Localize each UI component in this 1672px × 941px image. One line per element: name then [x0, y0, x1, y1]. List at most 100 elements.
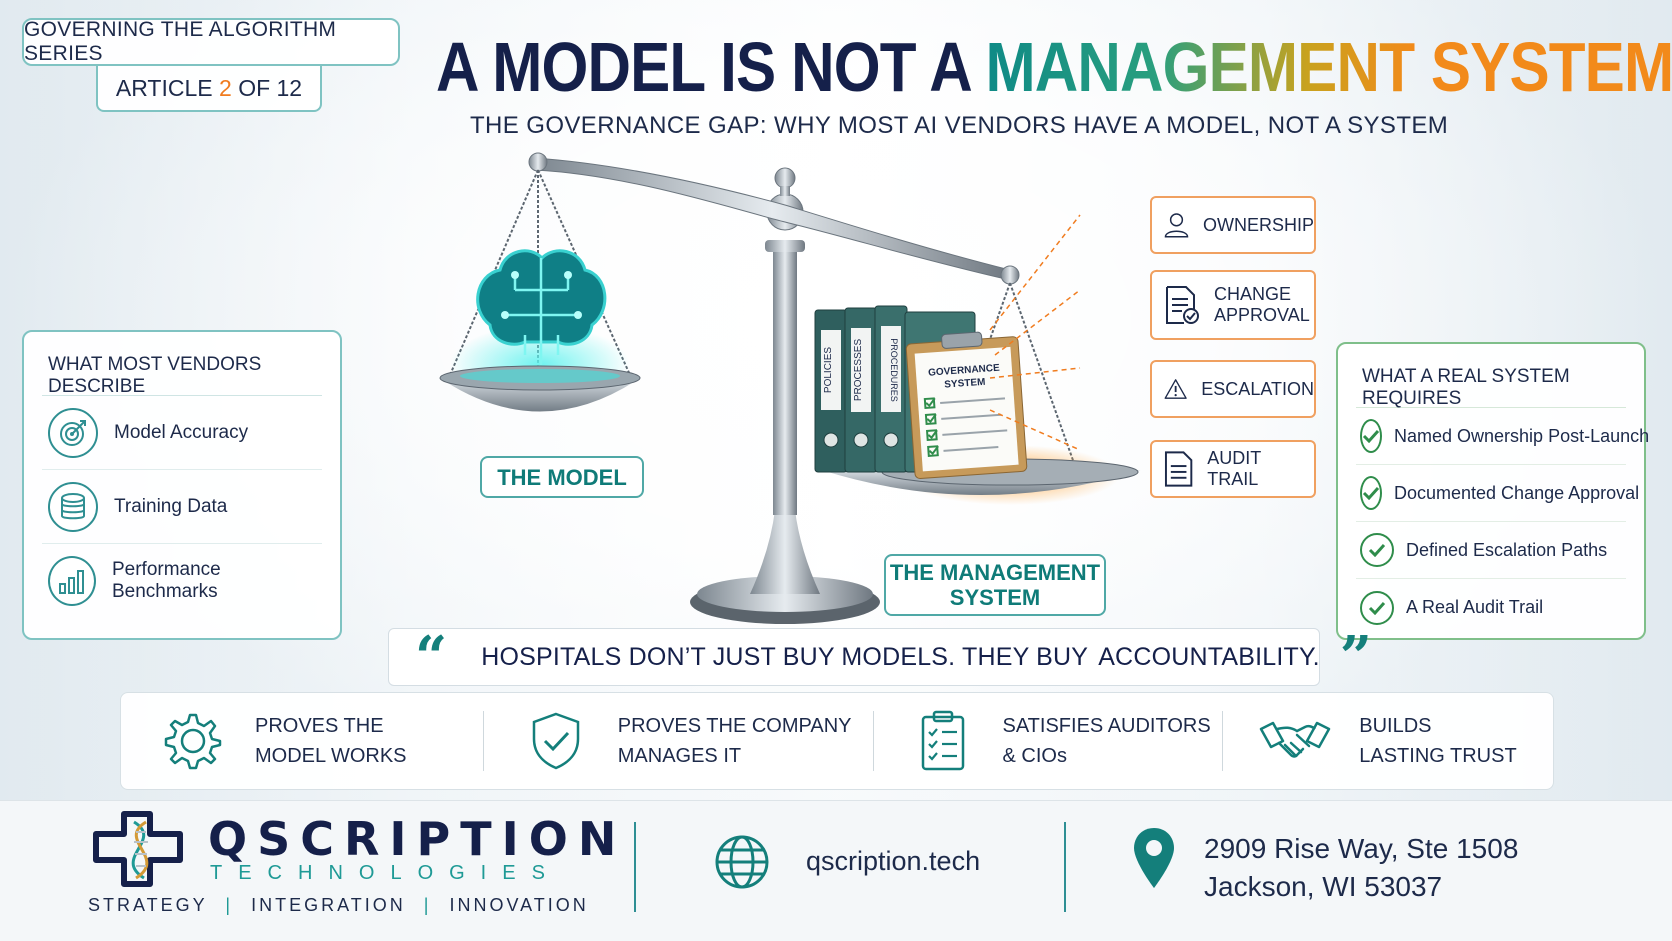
- check-icon: [1360, 590, 1394, 625]
- check-icon: [1360, 419, 1382, 453]
- divider: [482, 711, 484, 771]
- benefits-strip: PROVES THE MODEL WORKS PROVES THE COMPANY…: [120, 692, 1554, 790]
- footer: [0, 800, 1672, 941]
- tag-label: OWNERSHIP: [1202, 214, 1314, 235]
- vendors-panel-heading: WHAT MOST VENDORS DESCRIBE: [42, 332, 322, 397]
- tag-ownership: OWNERSHIP: [1150, 196, 1316, 254]
- brand-subtitle: TECHNOLOGIES: [210, 862, 561, 884]
- tag-label-line2: APPROVAL: [1214, 305, 1310, 325]
- clipboard-title-line1: GOVERNANCE: [928, 363, 1001, 379]
- page-subtitle: THE GOVERNANCE GAP: WHY MOST AI VENDORS …: [470, 112, 1449, 139]
- requirement-label: Defined Escalation Paths: [1406, 539, 1608, 560]
- tagline-integration: INTEGRATION: [251, 895, 406, 915]
- list-item: A Real Audit Trail: [1356, 579, 1626, 636]
- address: 2909 Rise Way, Ste 1508 Jackson, WI 5303…: [1204, 830, 1518, 906]
- benefit-line2: LASTING TRUST: [1359, 745, 1517, 767]
- benefit-item: PROVES THE MODEL WORKS: [121, 693, 483, 789]
- benefit-line2: & CIOs: [1002, 745, 1067, 767]
- globe-icon: [715, 835, 769, 889]
- tagline-separator: |: [423, 895, 432, 915]
- warning-icon: [1164, 379, 1187, 399]
- binder-label: PROCESSES: [853, 339, 864, 402]
- divider: [1064, 822, 1066, 912]
- list-item: Defined Escalation Paths: [1356, 522, 1626, 579]
- address-line2: Jackson, WI 53037: [1204, 871, 1443, 902]
- list-item: Named Ownership Post-Launch: [1356, 408, 1649, 465]
- article-number: 2: [219, 74, 232, 101]
- shield-check-icon: [532, 712, 579, 770]
- quote-text: HOSPITALS DON’T JUST BUY MODELS. THEY BU…: [481, 642, 1089, 671]
- check-icon: [1360, 476, 1382, 510]
- management-system-label-line2: SYSTEM: [949, 585, 1041, 610]
- article-prefix: ARTICLE: [115, 74, 213, 101]
- list-item: Model Accuracy: [42, 396, 322, 470]
- check-icon: [1360, 533, 1394, 567]
- clipboard-checklist-icon: [922, 710, 965, 771]
- balance-scale-illustration: POLICIES PROCESSES PROCEDURES GOVERNANCE…: [439, 152, 1141, 624]
- benefit-line1: SATISFIES AUDITORS: [1002, 715, 1211, 737]
- brand-name: QSCRIPTION: [208, 812, 627, 866]
- document-icon: [1164, 451, 1193, 487]
- scale-pillar: [773, 245, 797, 515]
- bar-chart-icon: [48, 556, 96, 606]
- article-badge: ARTICLE 2 OF 12: [96, 66, 322, 112]
- divider: [634, 822, 636, 912]
- tagline-strategy: STRATEGY: [88, 895, 208, 915]
- scale-foot: [750, 510, 820, 594]
- vendor-item-label: Model Accuracy: [114, 421, 249, 443]
- management-system-label-line1: THE MANAGEMENT: [889, 560, 1101, 585]
- target-icon: [48, 407, 98, 458]
- title-part-2: MANAGEMENT: [985, 28, 1416, 106]
- database-icon: [48, 481, 98, 532]
- benefit-line2: MODEL WORKS: [255, 745, 407, 767]
- requirement-label: Documented Change Approval: [1394, 482, 1640, 503]
- tag-escalation: ESCALATION: [1150, 360, 1316, 418]
- system-panel: WHAT A REAL SYSTEM REQUIRES Named Owners…: [1336, 342, 1649, 640]
- tag-label: ESCALATION: [1201, 378, 1314, 399]
- benefit-line1: BUILDS: [1359, 715, 1432, 737]
- benefit-item: PROVES THE COMPANY MANAGES IT: [484, 693, 874, 789]
- person-icon: [1164, 213, 1189, 238]
- tagline-innovation: INNOVATION: [449, 895, 589, 915]
- connector-lines: [989, 214, 1081, 451]
- list-item: Performance Benchmarks: [42, 544, 322, 618]
- requirement-label: Named Ownership Post-Launch: [1394, 425, 1650, 446]
- management-system-label: THE MANAGEMENT SYSTEM: [884, 554, 1106, 616]
- benefit-line1: PROVES THE COMPANY: [617, 715, 852, 737]
- article-suffix: OF 12: [238, 74, 303, 101]
- document-check-icon: [1166, 286, 1199, 324]
- model-label: THE MODEL: [480, 456, 644, 498]
- title-part-1: A MODEL IS NOT A: [436, 28, 970, 106]
- benefit-line1: PROVES THE: [255, 715, 384, 737]
- tag-label: CHANGE: [1214, 284, 1292, 304]
- binder-label: POLICIES: [823, 347, 834, 393]
- requirement-label: A Real Audit Trail: [1406, 597, 1544, 617]
- series-title: GOVERNING THE ALGORITHM SERIES: [24, 18, 337, 65]
- quote-bar: “ HOSPITALS DON’T JUST BUY MODELS. THEY …: [388, 624, 1372, 690]
- benefit-line2: MANAGES IT: [617, 745, 742, 767]
- list-item: Training Data: [42, 470, 322, 544]
- open-quote-mark: “: [415, 624, 448, 690]
- vendor-item-label: Training Data: [114, 495, 228, 517]
- tag-audit-trail: AUDIT TRAIL: [1150, 440, 1316, 498]
- list-item: Documented Change Approval: [1356, 465, 1639, 522]
- title-part-3: SYSTEM: [1430, 28, 1672, 106]
- website-link[interactable]: qscription.tech: [806, 846, 981, 876]
- gear-icon: [164, 713, 222, 770]
- handshake-icon: [1260, 721, 1331, 758]
- benefit-item: BUILDS LASTING TRUST: [1223, 693, 1553, 789]
- divider: [1222, 711, 1224, 771]
- tagline-separator: |: [225, 895, 234, 915]
- vendors-panel: WHAT MOST VENDORS DESCRIBE Model Accurac…: [22, 330, 342, 640]
- quote-highlight: ACCOUNTABILITY.: [1098, 642, 1320, 671]
- governance-clipboard: GOVERNANCE SYSTEM: [905, 331, 1028, 480]
- divider: [873, 711, 875, 771]
- clipboard-title-line2: SYSTEM: [944, 377, 986, 391]
- binder-label: PROCEDURES: [889, 338, 899, 402]
- address-line1: 2909 Rise Way, Ste 1508: [1204, 833, 1519, 864]
- page-title: A MODEL IS NOT A MANAGEMENT SYSTEM: [436, 26, 1672, 108]
- brand-logo-icon: [93, 811, 183, 887]
- circuit-brain-icon: [476, 249, 607, 365]
- benefit-item: SATISFIES AUDITORS & CIOs: [874, 693, 1222, 789]
